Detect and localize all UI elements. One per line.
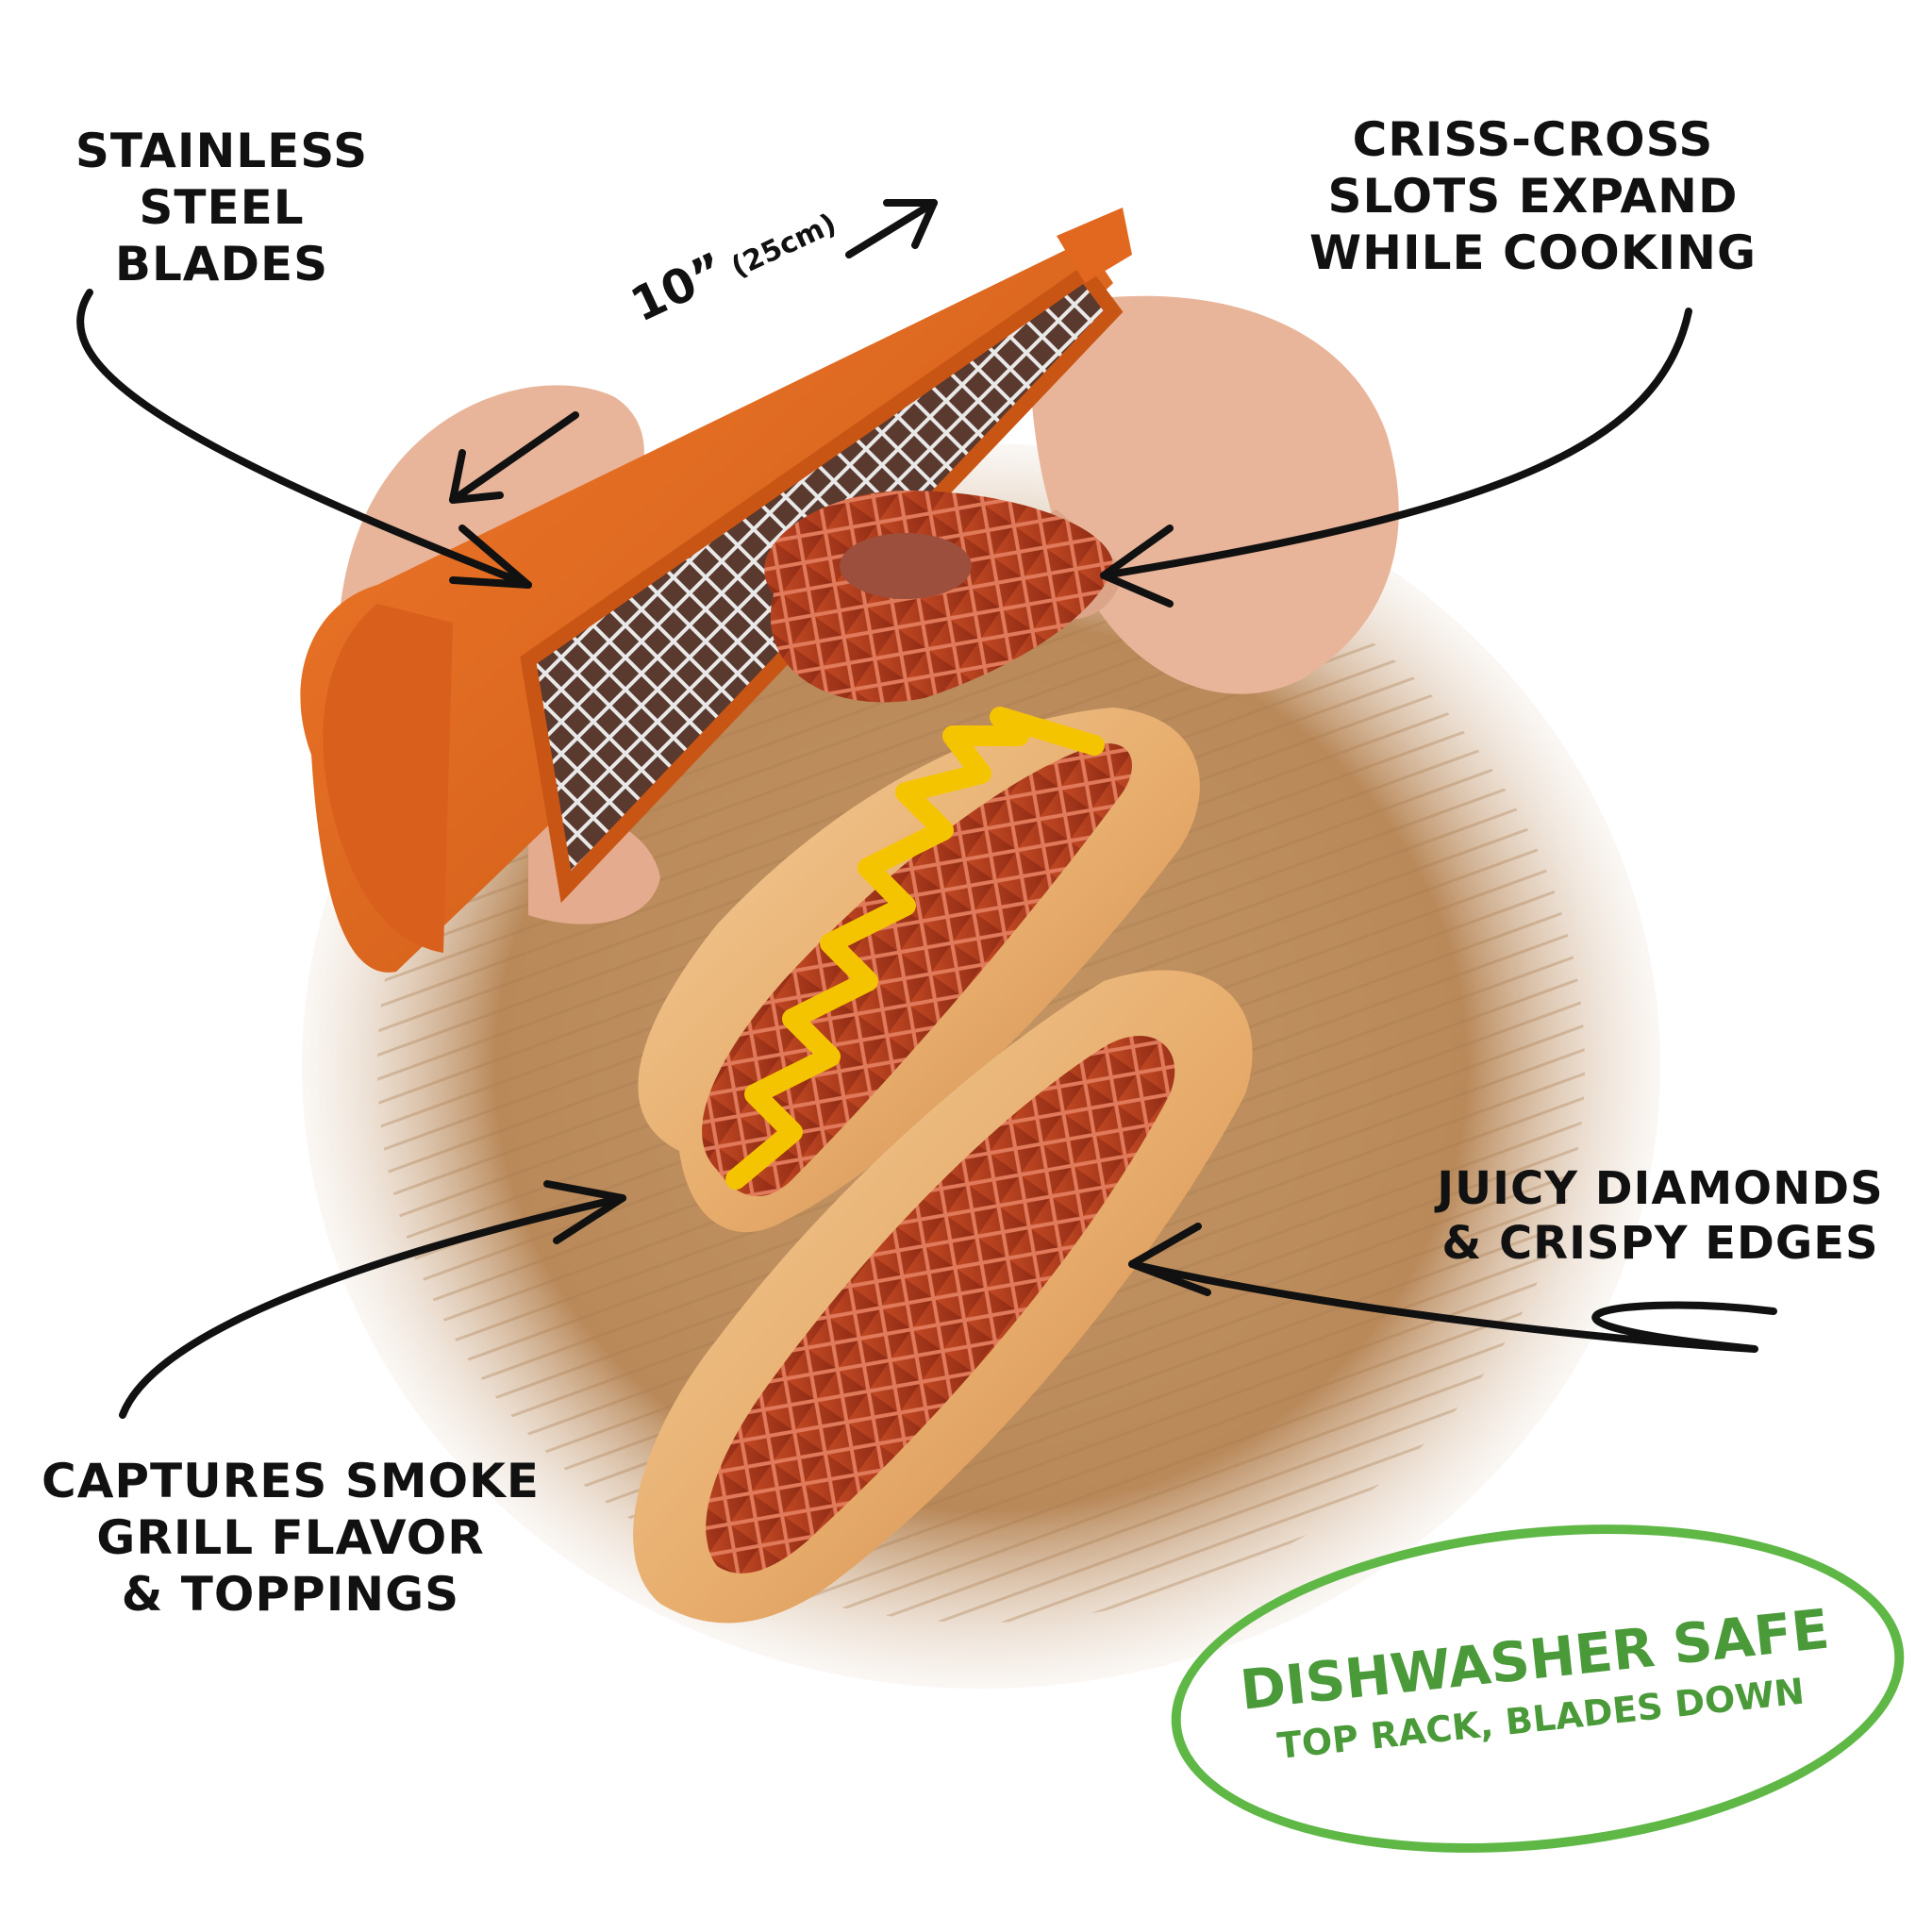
label-line: & CRISPY EDGES xyxy=(1441,1216,1879,1270)
hot-dog-with-mustard xyxy=(638,707,1200,1233)
label-line: STEEL xyxy=(139,180,305,235)
label-line: STAINLESS xyxy=(75,124,369,178)
label-line: & TOPPINGS xyxy=(121,1567,460,1622)
hot-dog-slicer-tool xyxy=(300,208,1132,973)
sliced-sausage-ring xyxy=(764,491,1113,703)
label-line: CAPTURES SMOKE xyxy=(42,1454,540,1508)
arrow-blades xyxy=(76,289,532,589)
label-captures-smoke: CAPTURES SMOKE GRILL FLAVOR & TOPPINGS xyxy=(8,1453,574,1623)
mustard-zigzag xyxy=(725,707,1105,1190)
arrow-diamonds xyxy=(1128,1223,1777,1353)
label-line: GRILL FLAVOR xyxy=(96,1510,485,1565)
label-juicy-diamonds: JUICY DIAMONDS & CRISPY EDGES xyxy=(1396,1162,1924,1271)
arrow-length-top xyxy=(845,199,938,258)
label-line: CRISS-CROSS xyxy=(1352,112,1714,167)
label-line: WHILE COOKING xyxy=(1309,225,1757,280)
label-line: BLADES xyxy=(114,237,329,291)
label-criss-cross-slots: CRISS-CROSS SLOTS EXPAND WHILE COOKING xyxy=(1264,111,1802,281)
arrow-length-bottom xyxy=(449,411,579,504)
label-stainless-steel-blades: STAINLESS STEEL BLADES xyxy=(38,123,406,292)
hot-dog-scored xyxy=(633,970,1253,1624)
label-line: SLOTS EXPAND xyxy=(1327,169,1739,224)
arrow-smoke xyxy=(119,1180,626,1419)
label-line: JUICY DIAMONDS xyxy=(1437,1162,1884,1215)
arrow-slots xyxy=(1100,308,1692,608)
